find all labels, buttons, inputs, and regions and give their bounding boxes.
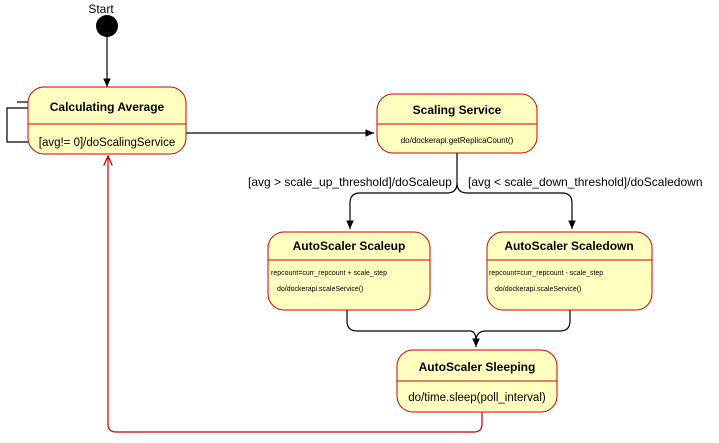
state-autoscaler-scaleup[interactable]: AutoScaler Scaleup repcount=curr_repcoun… [267,231,431,311]
start-label: Start [88,2,114,16]
state-scaling-service[interactable]: Scaling Service do/dockerapi.getReplicaC… [376,93,538,154]
edge-scaling-to-scaledown [456,182,576,229]
edge-scaling-to-scaleup [346,153,458,229]
state-scaling-title: Scaling Service [413,103,502,117]
state-autoscaler-sleeping[interactable]: AutoScaler Sleeping do/time.sleep(poll_i… [396,349,558,413]
start-node[interactable] [96,15,118,37]
state-calculating-title: Calculating Average [50,100,165,114]
edge-sleeping-to-calculating [108,156,483,433]
state-scaledown-body-line2: do/dockerapi.scaleService() [495,286,581,293]
state-sleeping-body: do/time.sleep(poll_interval) [408,392,546,404]
scaledown-guard-label: [avg < scale_down_threshold]/doScaledown [468,175,703,189]
state-calculating-body: [avg!= 0]/doScalingService [39,137,175,149]
state-sleeping-title: AutoScaler Sleeping [419,360,536,374]
state-scaling-body: do/dockerapi.getReplicaCount() [401,136,514,145]
edge-scaleup-to-sleeping [346,310,480,347]
state-calculating-average[interactable]: Calculating Average [avg!= 0]/doScalingS… [27,86,187,155]
state-scaledown-body-line1: repcount=curr_repcount - scale_step [489,270,603,277]
state-autoscaler-scaledown[interactable]: AutoScaler Scaledown repcount=curr_repco… [486,231,653,311]
state-scaleup-body-line2: do/dockerapi.scaleService() [277,286,363,293]
state-scaleup-title: AutoScaler Scaleup [293,239,406,253]
edge-self-loop [6,107,30,143]
state-scaleup-body-line1: repcount=curr_repcount + scale_step [271,270,387,277]
edge-scaledown-to-sleeping [475,310,571,342]
scaleup-guard-label: [avg > scale_up_threshold]/doScaleup [248,175,452,189]
state-scaledown-title: AutoScaler Scaledown [504,239,633,253]
